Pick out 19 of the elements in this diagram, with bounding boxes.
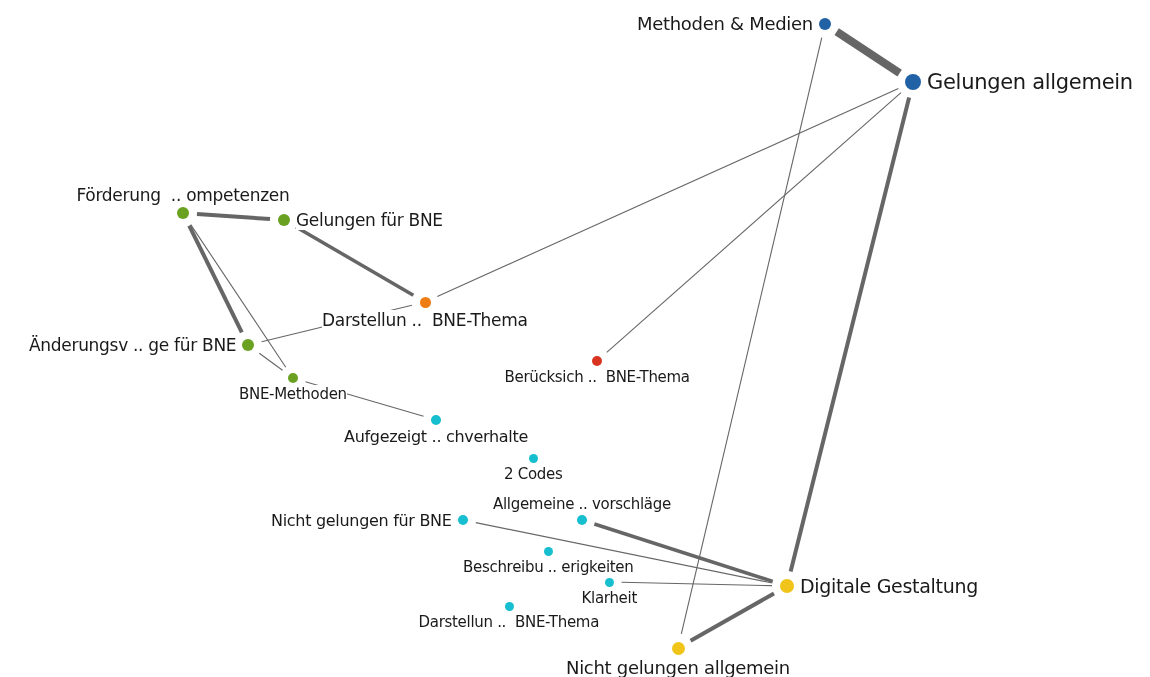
connector-line: [606, 92, 902, 353]
node-label: Darstellun .. BNE-Thema: [322, 309, 528, 330]
node-label: Allgemeine .. vorschläge: [493, 495, 671, 513]
connector-line: [834, 28, 902, 77]
connector-line: [788, 97, 912, 572]
node-label: Änderungsv .. ge für BNE: [29, 335, 237, 356]
connector-line: [196, 211, 271, 222]
node-label: Förderung .. ompetenzen: [76, 185, 290, 206]
connector-line: [187, 224, 244, 334]
connector-line: [593, 522, 774, 584]
node-label: Aufgezeigt .. chverhalte: [344, 427, 529, 447]
connector-line: [689, 591, 775, 643]
node-label: Gelungen für BNE: [296, 210, 443, 231]
node-label: Beschreibu .. erigkeiten: [463, 557, 634, 576]
connector-line: [436, 88, 899, 297]
connector-line: [258, 352, 284, 371]
connector-line: [475, 522, 773, 584]
connector-line: [190, 224, 287, 368]
connector-line: [680, 37, 823, 635]
